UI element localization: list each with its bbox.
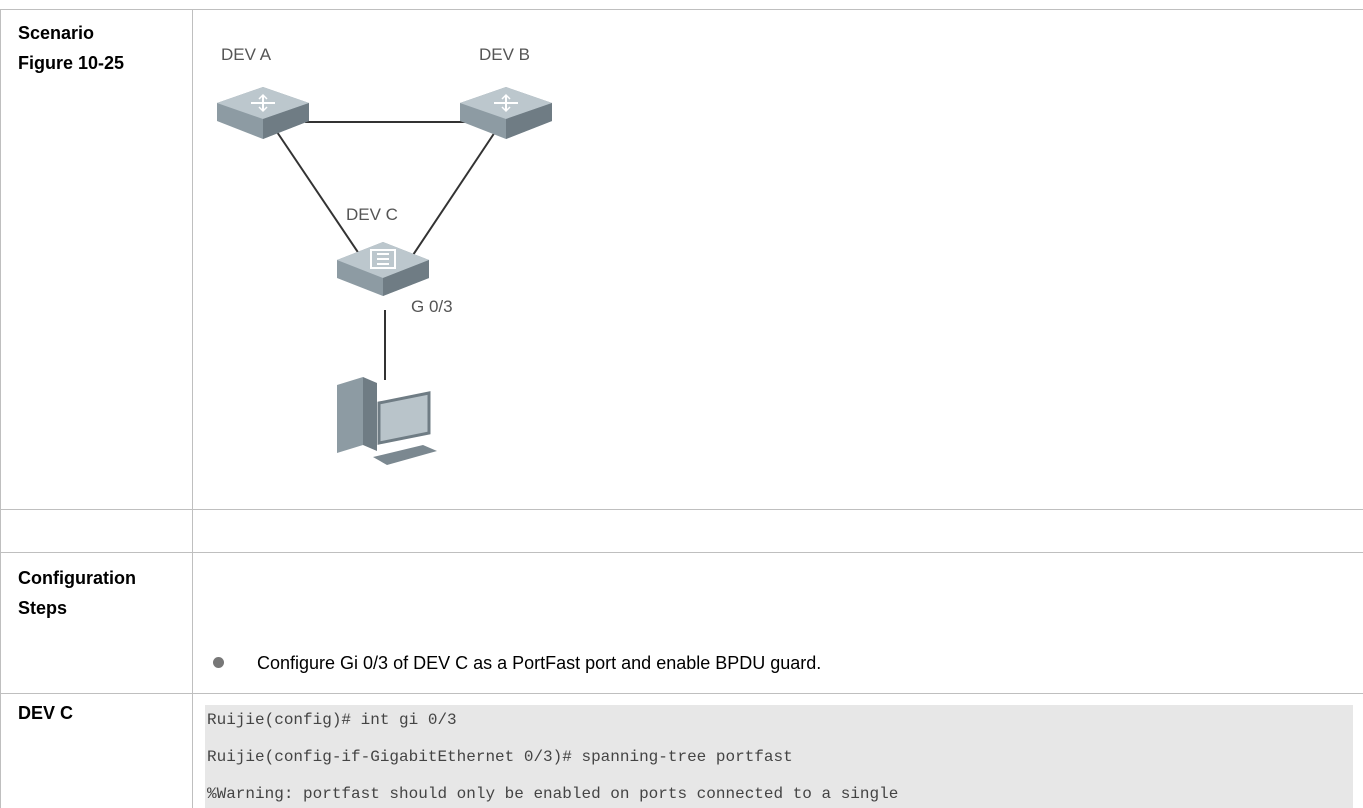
config-steps-label: Configuration Steps bbox=[18, 563, 136, 623]
config-step-item: Configure Gi 0/3 of DEV C as a PortFast … bbox=[213, 650, 821, 676]
table-border-row1 bbox=[0, 509, 1363, 510]
dev-c-label: DEV C bbox=[346, 205, 398, 224]
code-block: Ruijie(config)# int gi 0/3 Ruijie(config… bbox=[205, 705, 1353, 808]
scenario-label-line1: Scenario bbox=[18, 23, 95, 43]
table-border-top bbox=[0, 9, 1363, 10]
config-label-line1: Configuration bbox=[18, 568, 136, 588]
code-line: Ruijie(config-if-GigabitEthernet 0/3)# s… bbox=[207, 748, 793, 766]
network-diagram: DEV A DEV B DEV C G 0/3 bbox=[205, 40, 585, 480]
router-icon bbox=[460, 87, 552, 139]
table-border-row2 bbox=[0, 552, 1363, 553]
bullet-icon bbox=[213, 657, 224, 668]
dev-a-label: DEV A bbox=[221, 45, 272, 64]
config-label-line2: Steps bbox=[18, 598, 68, 618]
config-step-text: Configure Gi 0/3 of DEV C as a PortFast … bbox=[257, 653, 822, 673]
scenario-label-line2: Figure 10-25 bbox=[18, 53, 125, 73]
table-border-left bbox=[0, 9, 1, 808]
code-line: Ruijie(config)# int gi 0/3 bbox=[207, 711, 457, 729]
table-border-row3 bbox=[0, 693, 1363, 694]
table-border-middle bbox=[192, 9, 193, 808]
port-label: G 0/3 bbox=[411, 297, 453, 316]
router-icon bbox=[217, 87, 309, 139]
computer-icon bbox=[337, 377, 437, 465]
code-line: %Warning: portfast should only be enable… bbox=[207, 785, 899, 803]
scenario-label: Scenario Figure 10-25 bbox=[18, 18, 124, 78]
dev-b-label: DEV B bbox=[479, 45, 531, 64]
devc-label: DEV C bbox=[18, 703, 74, 723]
switch-icon bbox=[337, 242, 429, 296]
